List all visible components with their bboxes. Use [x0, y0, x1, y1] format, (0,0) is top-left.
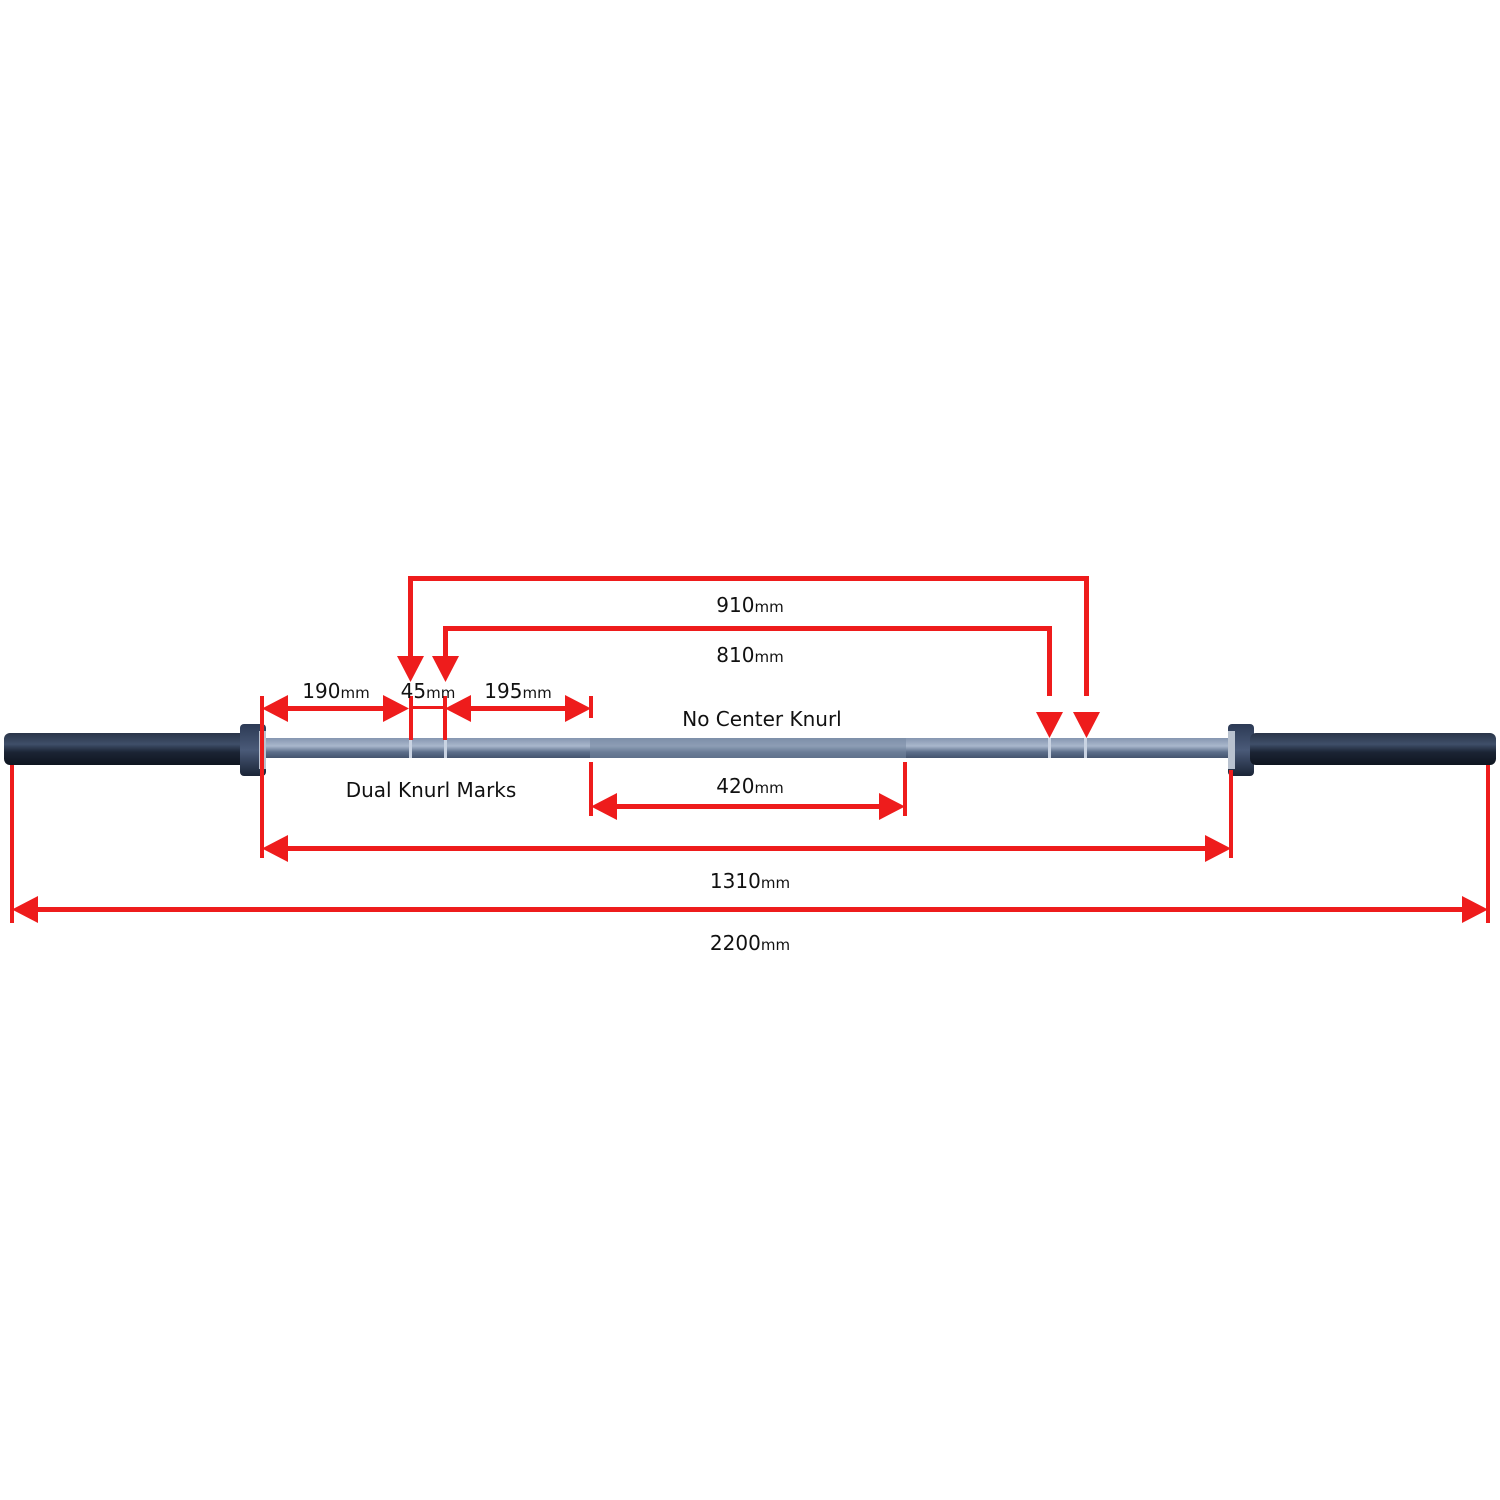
dim-center-smooth-arrow [591, 793, 905, 820]
ext-line-knurl-start [589, 696, 593, 718]
dim-total-arrow [12, 896, 1488, 923]
center-smooth-section [590, 738, 906, 758]
knurl-mark-right-inner [1048, 738, 1051, 758]
dim-mark-910-bracket [397, 576, 1100, 738]
label-190: 190mm [302, 679, 369, 703]
label-2200: 2200mm [710, 931, 790, 955]
label-420: 420mm [716, 774, 783, 798]
dim-inner-arrow [262, 835, 1231, 862]
knurl-mark-left-outer [409, 738, 412, 758]
dim-knurl-outer-arrow [262, 695, 409, 722]
label-1310: 1310mm [710, 869, 790, 893]
note-no-center-knurl: No Center Knurl [682, 707, 841, 731]
right-collar-ring [1228, 731, 1235, 769]
ext-line-left-end [10, 765, 14, 923]
dim-mark-810-bracket [432, 626, 1063, 738]
label-45: 45mm [401, 679, 456, 703]
dimension-lines [10, 576, 1490, 923]
ext-line-mark-outer [409, 696, 413, 740]
ext-line-smooth-right [903, 762, 907, 816]
ext-line-mark-inner [443, 696, 447, 740]
dim-knurl-gap-line [411, 706, 445, 709]
knurl-mark-left-inner [444, 738, 447, 758]
label-195: 195mm [484, 679, 551, 703]
barbell [4, 724, 1496, 776]
dim-knurl-inner-arrow [445, 695, 591, 722]
ext-line-smooth-left [589, 762, 593, 816]
note-dual-knurl-marks: Dual Knurl Marks [346, 778, 517, 802]
right-sleeve [1250, 733, 1496, 765]
label-910: 910mm [716, 593, 783, 617]
labels: 910mm 810mm 190mm 45mm 195mm No Center K… [302, 593, 841, 955]
ext-line-left-collar [260, 696, 264, 858]
label-810: 810mm [716, 643, 783, 667]
ext-line-right-end [1486, 765, 1490, 923]
knurl-mark-right-outer [1084, 738, 1087, 758]
ext-line-right-collar [1229, 770, 1233, 858]
left-sleeve [4, 733, 246, 765]
